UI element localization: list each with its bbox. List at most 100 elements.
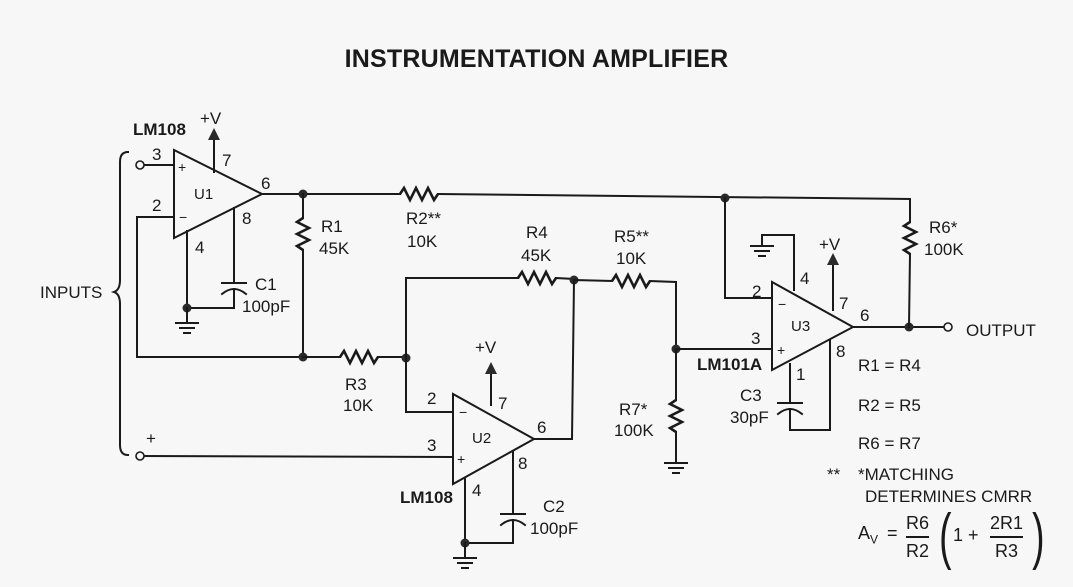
gain-frac1-num: R6 <box>906 513 930 533</box>
c1-value: 100pF <box>242 297 291 316</box>
r4-value: 45K <box>521 246 552 265</box>
resistor-r2 <box>398 185 440 203</box>
wire-u3-gnd <box>761 234 795 291</box>
gain-close-paren: ) <box>1032 502 1045 571</box>
c3-ref: C3 <box>740 386 762 405</box>
u3-pin2: 2 <box>752 282 762 301</box>
wire-u2-noninv <box>139 454 455 459</box>
u3-ref: U3 <box>791 318 811 335</box>
u1-part-label: LM108 <box>133 120 186 139</box>
wire-u3-inv <box>724 197 773 299</box>
r4-ref: R4 <box>526 223 548 242</box>
note-matching: *MATCHING <box>858 465 955 484</box>
gain-frac2-bar <box>990 536 1024 538</box>
r5-value: 10K <box>616 249 647 268</box>
c3-value: 30pF <box>730 408 769 427</box>
supply-arrow-u1 <box>208 128 220 140</box>
u1-pin8: 8 <box>242 209 252 228</box>
u2-pin2: 2 <box>427 389 437 408</box>
note-stars: ** <box>827 465 841 484</box>
input-terminal-1 <box>135 160 145 170</box>
u3-pin8: 8 <box>836 342 846 361</box>
u2-minus-sign: − <box>459 404 468 420</box>
u3-minus-sign: − <box>778 296 787 312</box>
gain-fraction-1: R6 R2 <box>906 512 930 562</box>
wire-c3-pin8 <box>789 339 831 431</box>
u1-pin6: 6 <box>261 174 271 193</box>
gain-frac1-bar <box>906 536 930 538</box>
opamp-u2 <box>452 392 537 486</box>
u3-supply-label: +V <box>819 235 841 254</box>
wire-c2-gnd <box>464 519 514 544</box>
u1-pin2: 2 <box>152 196 162 215</box>
resistor-r4 <box>516 269 558 287</box>
output-label: OUTPUT <box>966 321 1036 340</box>
c1-ref: C1 <box>255 275 277 294</box>
gain-lhs: AV <box>858 524 878 549</box>
r6-value: 100K <box>924 240 964 259</box>
c2-ref: C2 <box>543 497 565 516</box>
output-terminal <box>943 322 953 332</box>
u3-plus-sign: + <box>777 342 786 358</box>
resistor-r5 <box>610 272 652 290</box>
u1-supply-label: +V <box>200 109 222 128</box>
u2-part-label: LM108 <box>400 488 453 507</box>
u3-part-label: LM101A <box>697 355 763 374</box>
r3-ref: R3 <box>345 375 367 394</box>
u1-pin7: 7 <box>222 151 232 170</box>
r1-ref: R1 <box>321 217 343 236</box>
u1-plus-sign: + <box>178 159 187 175</box>
inputs-brace <box>110 150 130 457</box>
supply-arrow-u2 <box>485 362 497 374</box>
resistor-r6 <box>901 220 919 256</box>
u1-minus-sign: − <box>179 209 188 225</box>
gain-lhs-sub: V <box>870 532 879 547</box>
note-r2-r5: R2 = R5 <box>858 396 921 415</box>
wire-u2-inv <box>405 357 454 413</box>
u2-pin4: 4 <box>472 481 482 500</box>
u3-pin4: 4 <box>800 269 810 288</box>
gain-lhs-a: A <box>858 523 871 543</box>
u2-plus-sign: + <box>457 451 466 467</box>
input-plus-mark: + <box>146 429 156 448</box>
wire-u1-inv <box>136 216 303 358</box>
u3-pin7: 7 <box>839 294 849 313</box>
r2-ref: R2** <box>406 209 441 228</box>
resistor-r3 <box>338 348 380 366</box>
r1-value: 45K <box>319 239 350 258</box>
u2-supply-label: +V <box>475 338 497 357</box>
r7-ref: R7* <box>619 400 648 419</box>
r6-ref: R6* <box>929 218 958 237</box>
gain-equals: = <box>887 523 898 543</box>
u2-pin7: 7 <box>498 394 508 413</box>
r7-value: 100K <box>614 421 654 440</box>
r3-value: 10K <box>343 396 374 415</box>
gain-one-plus: 1 + <box>953 525 979 545</box>
ground-r7 <box>664 462 688 474</box>
r5-ref: R5** <box>614 227 649 246</box>
note-r6-r7: R6 = R7 <box>858 434 921 453</box>
ground-u2 <box>453 542 477 569</box>
gain-frac2-den: R3 <box>995 541 1019 561</box>
u2-ref: U2 <box>472 430 492 447</box>
c2-value: 100pF <box>530 519 579 538</box>
gain-open-paren: ( <box>939 502 952 571</box>
diagram-title: INSTRUMENTATION AMPLIFIER <box>344 45 729 73</box>
opamp-u3 <box>771 280 856 372</box>
note-r1-r4: R1 = R4 <box>858 356 921 375</box>
resistor-r7 <box>667 398 685 434</box>
u2-pin3: 3 <box>427 436 437 455</box>
input-terminal-2 <box>135 451 145 461</box>
u3-pin6: 6 <box>860 306 870 325</box>
u3-pin1: 1 <box>796 365 806 384</box>
inputs-label: INPUTS <box>40 283 103 302</box>
r2-value: 10K <box>407 232 438 251</box>
supply-arrow-u3 <box>827 253 839 265</box>
u2-pin6: 6 <box>537 418 547 437</box>
gain-fraction-2: 2R1 R3 <box>990 512 1024 562</box>
u3-pin3: 3 <box>751 329 761 348</box>
u1-pin4: 4 <box>195 238 205 257</box>
wire-c1-gnd <box>186 288 235 309</box>
wire-r2-r6 <box>436 192 912 201</box>
